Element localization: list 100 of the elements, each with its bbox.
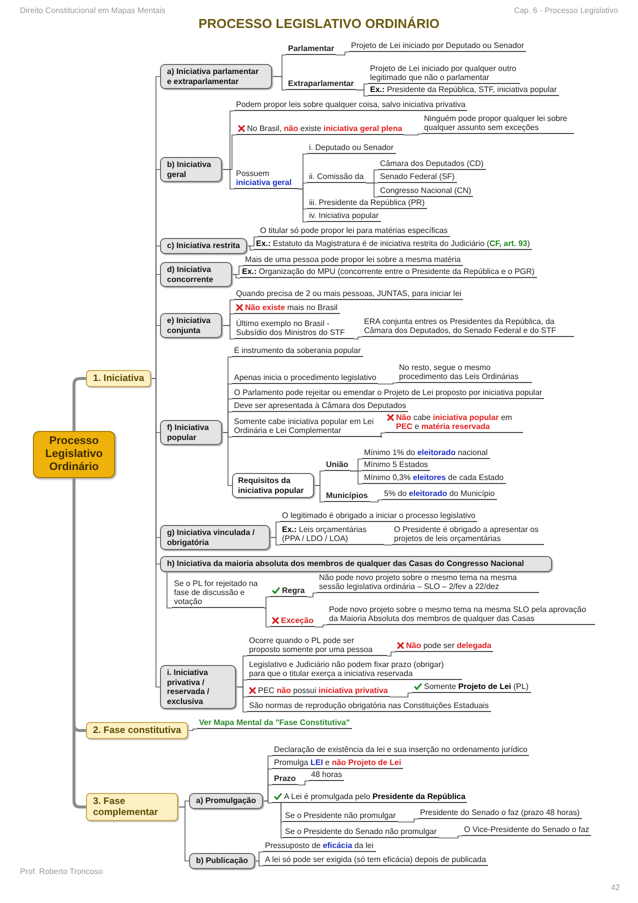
connector-line bbox=[72, 478, 86, 808]
topic-text: Se o PL for rejeitado na fase de discussão e votação bbox=[172, 579, 264, 608]
connector-line bbox=[236, 686, 248, 712]
topic-text: Promulga LEI e não Projeto de Lei bbox=[272, 758, 404, 769]
connector-line bbox=[254, 860, 264, 866]
topic-text: Apenas inicia o procedimento legislativo bbox=[232, 373, 378, 384]
connector-line bbox=[384, 544, 392, 546]
topic-box: a) Promulgação bbox=[189, 793, 264, 808]
topic-text: PEC não possui iniciativa privativa bbox=[258, 686, 388, 695]
topic-text: Ex.: Presidente da República, STF, iniciativa popular bbox=[368, 85, 559, 96]
topic-text: Legislativo e Judiciário não podem fixar prazo (obrigar) para que o titular exerça a iniciativa reservada bbox=[247, 660, 462, 680]
topic-text: Mínimo 1% do eleitorado nacional bbox=[362, 448, 490, 459]
topic-text: Somente Projeto de Lei (PL) bbox=[424, 682, 528, 691]
connector-line bbox=[222, 432, 232, 486]
topic-text: i. Deputado ou Senador bbox=[307, 143, 396, 154]
topic-box: b) Iniciativa geral bbox=[160, 157, 222, 182]
topic-text: Ex.: Estatuto da Magistratura é de iniciativa restrita do Judiciário (CF, art. 93) bbox=[254, 239, 532, 250]
connector-line bbox=[306, 592, 318, 598]
connector-line bbox=[314, 624, 328, 628]
topic-text: Parlamentar bbox=[286, 44, 336, 55]
connector-line bbox=[264, 608, 270, 628]
topic-text: A Lei é promulgada pelo Presidente da República bbox=[284, 792, 466, 801]
topic-box: f) Iniciativa popular bbox=[160, 420, 222, 445]
connector-line bbox=[222, 325, 234, 340]
topic-text: iii. Presidente da República (PR) bbox=[307, 198, 427, 209]
connector-line bbox=[438, 836, 462, 838]
topic-text: São normas de reprodução obrigatória nas Constituições Estaduais bbox=[247, 701, 491, 712]
topic-underline bbox=[385, 413, 523, 433]
topic-underline bbox=[395, 641, 494, 652]
connector-line bbox=[404, 134, 422, 136]
topic-box: c) Iniciativa restrita bbox=[160, 238, 247, 254]
title: PROCESSO LEGISLATIVO ORDINÁRIO bbox=[197, 15, 440, 33]
topic-text: Quando precisa de 2 ou mais pessoas, JUNTAS, para iniciar lei bbox=[234, 289, 464, 300]
connector-line bbox=[366, 182, 378, 198]
topic-text: União bbox=[324, 460, 350, 471]
topic-box: Requisitos da iniciativa popular bbox=[232, 473, 314, 498]
topic-text: Ocorre quando o PL pode ser proposto somente por uma pessoa bbox=[247, 636, 387, 656]
topic-text: iv. Iniciativa popular bbox=[307, 211, 381, 222]
topic-box: h) Iniciativa da maioria absoluta dos membros de qualquer das Casas do Congresso Nacional bbox=[160, 556, 552, 572]
topic-text: Último exemplo no Brasil - Subsídio dos Ministros do STF bbox=[234, 319, 354, 339]
topic-box: e) Iniciativa conjunta bbox=[160, 313, 222, 338]
topic-text: O Vice-Presidente do Senado o faz bbox=[462, 825, 592, 836]
topic-box: g) Iniciativa vinculada / obrigatória bbox=[160, 525, 270, 550]
topic-text: Se o Presidente do Senado não promulgar bbox=[283, 827, 439, 838]
connector-line bbox=[262, 800, 272, 804]
connector-line bbox=[72, 377, 86, 431]
topic-text: Não pode novo projeto sobre o mesmo tema na mesma sessão legislativa ordinária – SLO – 2/fev a 22/dez bbox=[317, 573, 539, 593]
topic-text: A lei só pode ser exigida (só tem eficácia) depois de publicada bbox=[263, 855, 488, 866]
connector-line bbox=[398, 818, 418, 822]
topic-text: Presidente do Senado o faz (prazo 48 horas) bbox=[418, 808, 582, 819]
connector-line bbox=[280, 802, 284, 838]
connector-line bbox=[336, 52, 350, 56]
topic-text: Extraparlamentar bbox=[286, 79, 356, 90]
connector-line bbox=[370, 500, 382, 502]
topic-text: O Parlamento pode rejeitar ou emendar o Projeto de Lei proposto por iniciativa popular bbox=[232, 388, 544, 399]
topic-text: Mínimo 5 Estados bbox=[362, 460, 430, 471]
connector-line bbox=[298, 188, 308, 222]
connector-line bbox=[386, 652, 396, 656]
topic-text: Pressuposto de eficácia da lei bbox=[263, 841, 376, 852]
topic-text: Projeto de Lei iniciado por qualquer outro legitimado que não o parlamentar bbox=[368, 64, 520, 84]
topic-text: Ninguém pode propor qualquer lei sobre qualquer assunto sem exceções bbox=[422, 114, 574, 134]
connector-line bbox=[298, 780, 310, 786]
topic-box: d) Iniciativa concorrente bbox=[160, 262, 232, 287]
topic-text: Declaração de existência da lei e sua inserção no ordenamento jurídico bbox=[272, 745, 530, 756]
author-note: Prof. Roberto Troncoso bbox=[20, 866, 103, 878]
topic-text: Mínimo 0,3% eleitores de cada Estado bbox=[362, 473, 506, 484]
topic-text: Mais de uma pessoa pode propor lei sobre a mesma matéria bbox=[243, 255, 463, 266]
connector-line bbox=[272, 76, 286, 90]
topic-text: É instrumento da soberania popular bbox=[232, 346, 363, 357]
header-text: Cap. 6 - Processo Legislativo bbox=[514, 5, 618, 17]
connector-line bbox=[380, 432, 386, 438]
connector-line bbox=[222, 169, 234, 190]
topic-text: Ex.: Organização do MPU (concorrente entre o Presidente da República e o PGR) bbox=[240, 267, 537, 278]
topic-text: Pode novo projeto sobre o mesmo tema na mesma SLO pela aprovação da Maioria Absoluta dos membros de qualquer das Casas bbox=[327, 605, 595, 625]
topic-text: Possuem iniciativa geral bbox=[234, 169, 298, 189]
topic-text: 5% do eleitorado do Município bbox=[382, 489, 497, 500]
connector-line bbox=[232, 274, 240, 278]
branch-box: 3. Fase complementar bbox=[86, 793, 178, 821]
connector-line bbox=[270, 537, 280, 546]
topic-text: Municípios bbox=[324, 491, 370, 502]
topic-text: Senado Federal (SF) bbox=[378, 172, 457, 183]
topic-text: No Brasil, não existe iniciativa geral plena bbox=[247, 124, 402, 133]
connector-line bbox=[354, 336, 362, 340]
connector-line bbox=[350, 470, 362, 484]
topic-text: Não existe mais no Brasil bbox=[245, 303, 338, 312]
topic-box: b) Publicação bbox=[189, 853, 256, 868]
connector-line bbox=[178, 806, 190, 862]
topic-text: Prazo bbox=[272, 774, 298, 785]
branch-box: 2. Fase constitutiva bbox=[86, 722, 188, 739]
topic-text: Somente cabe iniciativa popular em Lei Ordinária e Lei Complementar bbox=[232, 417, 382, 437]
branch-box: 1. Iniciativa bbox=[86, 370, 152, 387]
topic-underline bbox=[270, 586, 307, 597]
connector-line bbox=[356, 90, 368, 96]
connector-line bbox=[314, 485, 324, 502]
topic-text: Não cabe iniciativa popular em PEC e matéria reservada bbox=[396, 413, 514, 431]
topic-text: Câmara dos Deputados (CD) bbox=[378, 159, 486, 170]
topic-text: Se o Presidente não promulgar bbox=[283, 811, 398, 822]
topic-text: 48 horas bbox=[309, 770, 344, 781]
topic-text: ERA conjunta entres os Presidentes da República, da Câmara dos Deputados, do Senado Federal e do STF bbox=[362, 317, 574, 337]
topic-text: O Presidente é obrigado a apresentar os projetos de leis orçamentárias bbox=[392, 525, 544, 545]
